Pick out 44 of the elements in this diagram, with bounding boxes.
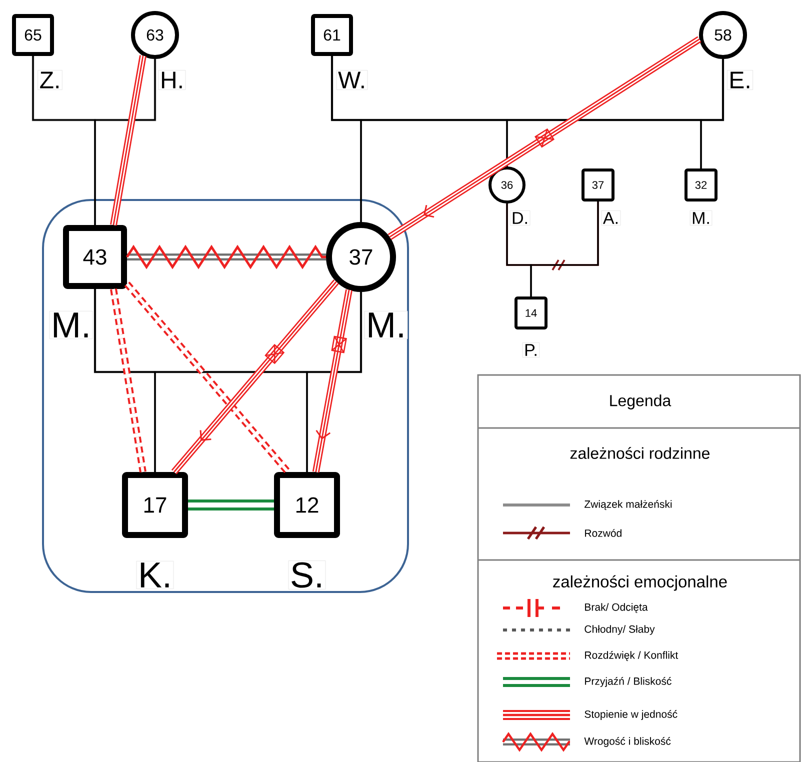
triple-line [312, 289, 352, 473]
initial-label: M. [49, 310, 93, 340]
triple-line [110, 55, 146, 226]
initial-label: W. [336, 70, 368, 90]
initial-label: E. [726, 70, 754, 90]
descent-line [306, 292, 362, 472]
person-square: 37 [582, 168, 614, 202]
legend-text: Brak/ Odcięta [585, 603, 648, 613]
descent-line [94, 59, 156, 225]
legend-text: Wrogość i bliskość [584, 737, 671, 747]
double-line [110, 288, 146, 473]
legend-text: Chłodny/ Słaby [584, 625, 655, 635]
initial-label: M. [690, 210, 712, 226]
descent-line [530, 202, 599, 296]
person-square: 43 [63, 225, 127, 289]
double-line [124, 282, 291, 474]
zigzag-line [126, 244, 326, 270]
initial-label: P. [522, 342, 540, 358]
legend-text: Rozwód [585, 529, 622, 537]
initial-label: H. [158, 70, 186, 90]
initial-label: A. [601, 210, 621, 226]
legend-text: Przyjaźń / Bliskość [585, 677, 672, 687]
descent-line [700, 59, 724, 168]
double-line [188, 500, 274, 510]
legend-text: Związek małżeński [584, 500, 672, 510]
initial-label: K. [136, 560, 174, 590]
legend-title: Legenda [610, 394, 672, 410]
person-square: 17 [122, 472, 188, 538]
legend-text: Rozdźwięk / Konflikt [585, 651, 678, 661]
household-frame [42, 199, 409, 593]
initial-label: S. [288, 560, 326, 590]
triple-line [388, 36, 702, 240]
person-square: 61 [311, 14, 353, 56]
person-square: 32 [684, 168, 718, 202]
legend-text: Stopienie w jedność [584, 710, 678, 720]
initial-label: D. [510, 210, 530, 226]
initial-label: Z. [38, 70, 62, 90]
person-square: 12 [274, 472, 340, 538]
person-square: 65 [12, 14, 54, 56]
legend-heading: zależności rodzinne [570, 447, 710, 459]
person-square: 14 [514, 296, 548, 330]
legend-heading: zależności emocjonalne [553, 575, 727, 591]
triple-line [171, 279, 339, 474]
initial-label: M. [364, 310, 408, 340]
